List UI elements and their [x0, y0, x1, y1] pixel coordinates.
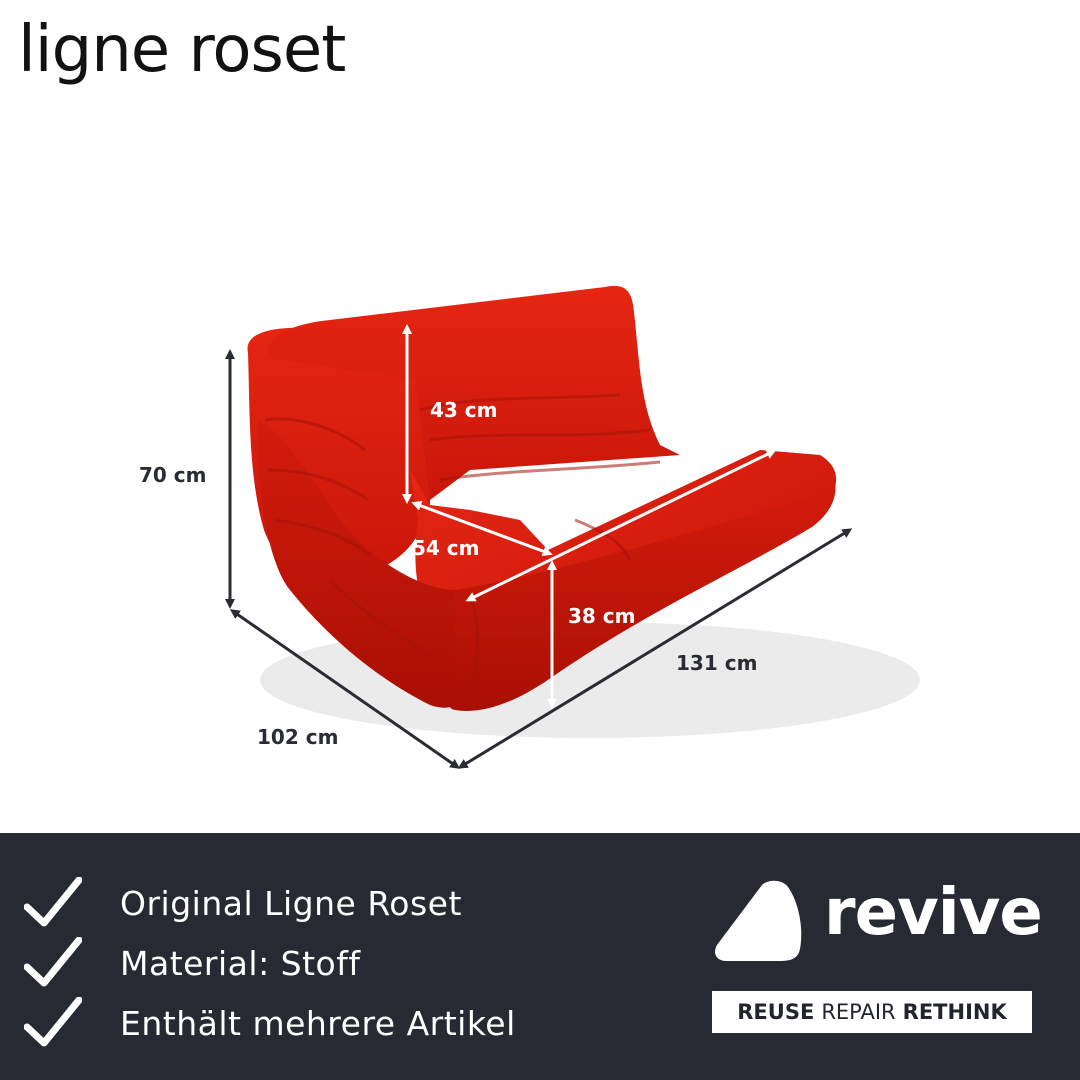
info-footer-bar: Original Ligne Roset Material: Stoff Ent…	[0, 833, 1080, 1080]
back-height-label: 43 cm	[430, 398, 498, 422]
check-icon	[24, 997, 82, 1047]
outer-dimension-lines	[225, 349, 853, 769]
tagline-repair: REPAIR	[821, 1000, 896, 1024]
tagline-rethink: RETHINK	[902, 1000, 1007, 1024]
total-height-label: 70 cm	[139, 463, 207, 487]
feature-text-original: Original Ligne Roset	[120, 883, 462, 923]
check-icon	[24, 937, 82, 987]
tagline-reuse: REUSE	[737, 1000, 815, 1024]
seat-width-label: 131 cm	[575, 478, 657, 502]
sofa-dimension-illustration: 43 cm 131 cm 54 cm 38 cm 70 cm 131 cm 10…	[139, 285, 920, 769]
ligne-roset-logo: ligne roset	[18, 13, 346, 87]
check-icon	[24, 877, 82, 927]
feature-item-items: Enthält mehrere Artikel	[24, 993, 644, 1053]
revive-logo-icon	[715, 880, 802, 961]
inner-dimension-lines	[402, 324, 777, 709]
seat-height-label: 38 cm	[568, 604, 636, 628]
total-width-label: 131 cm	[676, 651, 758, 675]
feature-item-original: Original Ligne Roset	[24, 873, 644, 933]
sofa-image	[225, 285, 920, 769]
feature-text-material: Material: Stoff	[120, 943, 361, 983]
feature-item-material: Material: Stoff	[24, 933, 644, 993]
seat-depth-label: 54 cm	[412, 536, 480, 560]
revive-wordmark: revive	[824, 876, 1043, 950]
sofa-back-cushion	[268, 285, 680, 500]
feature-list: Original Ligne Roset Material: Stoff Ent…	[24, 873, 644, 1053]
total-depth-label: 102 cm	[257, 725, 339, 749]
feature-text-multiple-items: Enthält mehrere Artikel	[120, 1003, 516, 1043]
revive-logo: revive	[712, 876, 1043, 969]
revive-tagline: REUSE REPAIR RETHINK	[712, 991, 1032, 1033]
